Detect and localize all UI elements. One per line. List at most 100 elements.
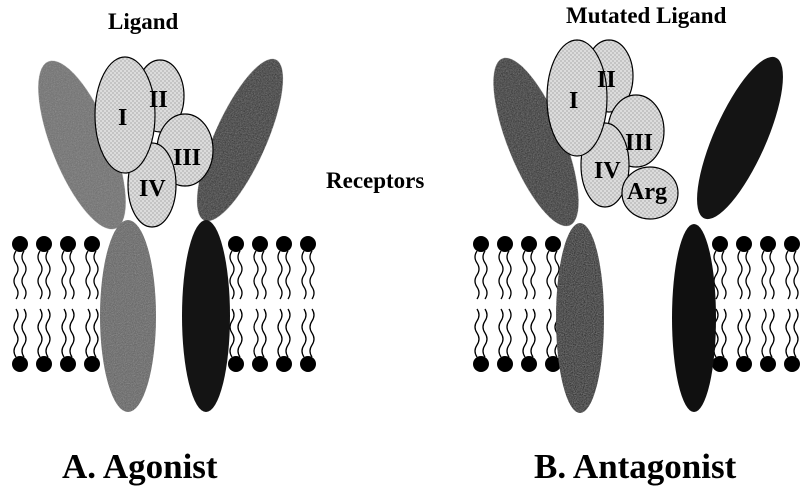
lipids-b-left (473, 236, 561, 372)
lipid-tail (770, 309, 774, 357)
lipid-tail (310, 309, 314, 357)
lipid-tail (238, 251, 242, 299)
lipid-tail (475, 251, 479, 299)
lipid-head (12, 356, 28, 372)
lipid-tail (770, 251, 774, 299)
domain-label-arg-b: Arg (627, 179, 667, 205)
lipid-head (252, 356, 268, 372)
domain-label-i-a: I (118, 105, 127, 131)
lipid-head (12, 236, 28, 252)
lipid-head (252, 236, 268, 252)
lipid-head (60, 236, 76, 252)
lipid-tail (46, 251, 50, 299)
lipid-head (36, 236, 52, 252)
lipids-b-right (712, 236, 800, 372)
lipid-tail (278, 251, 282, 299)
lipid-tail (483, 309, 487, 357)
lipid-tail (762, 309, 766, 357)
lipid-head (784, 236, 800, 252)
lipid-head (736, 236, 752, 252)
lipid-tail (230, 251, 234, 299)
lipid-tail (302, 309, 306, 357)
ligand-heading: Ligand (108, 9, 179, 34)
lipid-head (228, 356, 244, 372)
lipid-tail (499, 251, 503, 299)
lipid-tail (722, 251, 726, 299)
lipid-head (712, 356, 728, 372)
lipid-tail (475, 309, 479, 357)
antagonist-caption: B. Antagonist (534, 447, 737, 486)
lipid-tail (22, 251, 26, 299)
lipid-head (521, 356, 537, 372)
lipid-head (276, 236, 292, 252)
domain-label-ii-b: II (597, 67, 616, 93)
lipid-tail (22, 309, 26, 357)
lipid-tail (286, 309, 290, 357)
lipid-tail (38, 251, 42, 299)
lipid-head (760, 356, 776, 372)
lipid-tail (62, 309, 66, 357)
lipid-tail (738, 309, 742, 357)
lipid-head (60, 356, 76, 372)
lipid-tail (531, 309, 535, 357)
lipid-head (300, 356, 316, 372)
lipid-head (36, 356, 52, 372)
lipid-head (784, 356, 800, 372)
lipid-tail (14, 309, 18, 357)
lipid-tail (794, 251, 798, 299)
lipid-head (84, 356, 100, 372)
lipid-tail (302, 251, 306, 299)
lipid-tail (499, 309, 503, 357)
lipid-head (84, 236, 100, 252)
domain-label-iii-b: III (625, 130, 653, 156)
lipid-tail (14, 251, 18, 299)
lipid-tail (762, 251, 766, 299)
domain-label-iv-b: IV (594, 158, 621, 184)
lipid-head (300, 236, 316, 252)
lipids-a-right (228, 236, 316, 372)
lipid-tail (746, 309, 750, 357)
lipid-tail (46, 309, 50, 357)
lipid-head (473, 236, 489, 252)
lipid-tail (262, 309, 266, 357)
lipid-tail (523, 309, 527, 357)
lipid-head (497, 356, 513, 372)
lipid-tail (238, 309, 242, 357)
lipid-tail (70, 309, 74, 357)
lipid-head (497, 236, 513, 252)
lipid-tail (547, 309, 551, 357)
mutated-ligand-heading: Mutated Ligand (566, 3, 727, 28)
lipid-tail (507, 309, 511, 357)
lipid-tail (254, 251, 258, 299)
lipid-head (521, 236, 537, 252)
lipid-head (545, 236, 561, 252)
lipid-head (760, 236, 776, 252)
domain-label-iii-a: III (173, 145, 201, 171)
lipid-tail (483, 251, 487, 299)
lipid-tail (86, 309, 90, 357)
lipid-tail (786, 309, 790, 357)
lipid-tail (531, 251, 535, 299)
lipid-tail (70, 251, 74, 299)
lipid-tail (786, 251, 790, 299)
lipid-tail (547, 251, 551, 299)
lipid-head (736, 356, 752, 372)
lipid-tail (507, 251, 511, 299)
lipid-tail (94, 251, 98, 299)
lipid-tail (94, 309, 98, 357)
lipid-tail (523, 251, 527, 299)
lipid-tail (794, 309, 798, 357)
lipid-head (276, 356, 292, 372)
lipid-tail (86, 251, 90, 299)
lipid-tail (230, 309, 234, 357)
agonist-caption: A. Agonist (62, 447, 218, 486)
lipid-head (712, 236, 728, 252)
domain-label-ii-a: II (149, 87, 168, 113)
domain-label-iv-a: IV (139, 176, 166, 202)
lipid-tail (278, 309, 282, 357)
lipid-tail (310, 251, 314, 299)
lipid-tail (722, 309, 726, 357)
lipid-head (228, 236, 244, 252)
lipid-head (473, 356, 489, 372)
